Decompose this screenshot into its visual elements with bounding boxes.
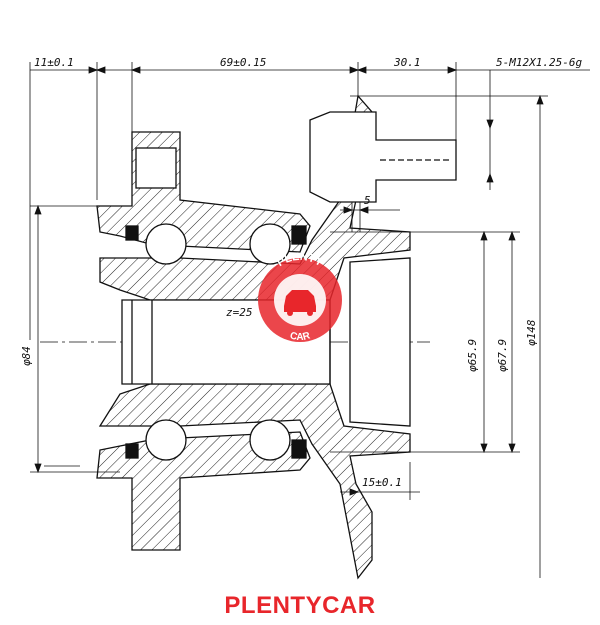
brand-footer: PLENTYCAR (224, 592, 376, 619)
seal (125, 225, 139, 241)
bearing-ball (145, 419, 187, 461)
seal (291, 439, 307, 459)
dim-bolt-length: 30.1 (393, 56, 421, 69)
dim-hub-length: 69±0.15 (220, 56, 266, 69)
watermark-bottom-text: CAR (289, 330, 313, 343)
bearing-ball (249, 419, 291, 461)
dim-pilot-diameter: φ67.9 (496, 339, 509, 372)
outer-ring-lower (96, 431, 311, 551)
inner-hub-upper (99, 94, 411, 301)
dim-flange-offset: 11±0.1 (34, 56, 74, 69)
car-icon (284, 290, 316, 312)
svg-text:CAR: CAR (289, 330, 313, 343)
bearing-ball (249, 223, 291, 265)
seal (125, 443, 139, 459)
pilot-recess (349, 257, 411, 427)
hub-assembly (96, 94, 457, 580)
hub-bearing-drawing: 11±0.1 69±0.15 30.1 5-M12X1.25-6g 5 z=25… (20, 56, 590, 580)
plentycar-watermark-logo: PLENTY CAR (258, 251, 342, 343)
dim-step-width: 5 (364, 194, 371, 207)
dim-pilot-depth: 15±0.1 (362, 476, 402, 489)
dim-bore-diameter: φ65.9 (466, 339, 479, 372)
wheel-stud (309, 111, 457, 203)
bolt-boss-upper (135, 147, 177, 189)
seal (291, 225, 307, 245)
dim-teeth: z=25 (226, 306, 253, 319)
watermark-top-text: PLENTY (275, 251, 325, 270)
svg-text:PLENTY: PLENTY (275, 251, 325, 270)
dim-pcd-diameter: φ148 (525, 319, 538, 346)
bearing-ball (145, 223, 187, 265)
dim-inner-diameter: φ84 (20, 346, 33, 366)
dim-bolt-thread: 5-M12X1.25-6g (496, 56, 582, 69)
